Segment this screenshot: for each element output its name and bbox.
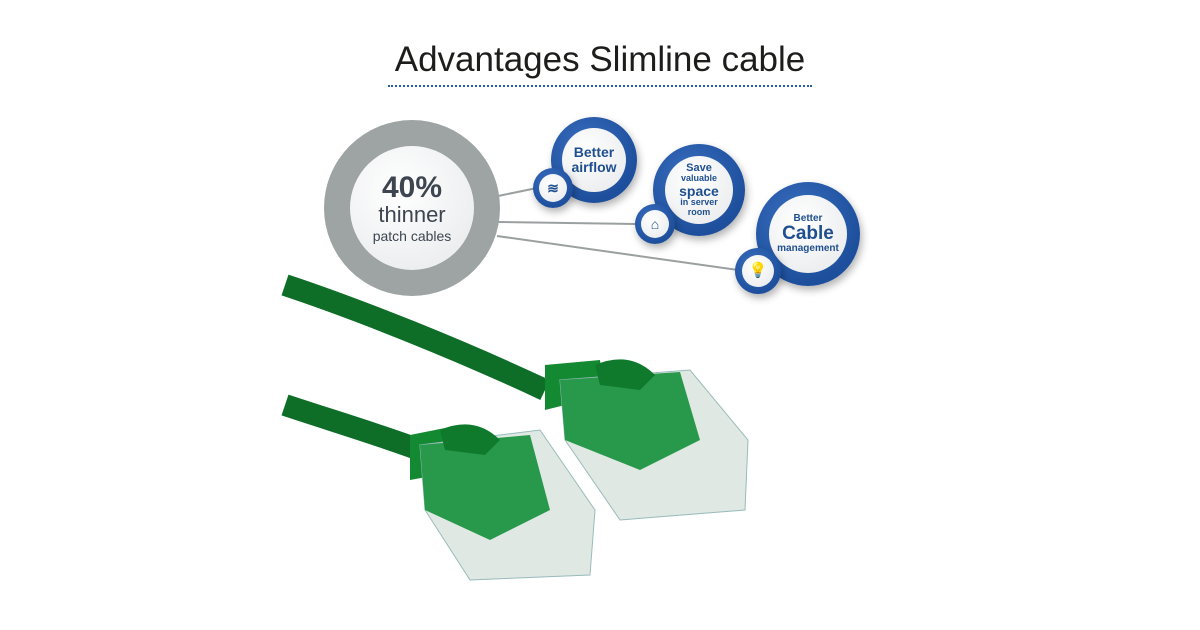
benefit-text: space [679, 182, 719, 199]
benefit-text: valuable [680, 173, 718, 184]
benefit-text: Cable [782, 223, 834, 245]
connector-lines [496, 187, 739, 271]
benefit-cable-management: Better Cable management [756, 182, 860, 286]
main-badge-line3: patch cables [372, 228, 452, 245]
patch-cable-rear [281, 274, 749, 521]
benefit-airflow: Better airflow [551, 117, 637, 203]
benefit-text: room [687, 206, 711, 217]
benefit-text: Better [793, 212, 823, 224]
airflow-waves-icon: ≋ [533, 168, 573, 208]
main-badge-line2: thinner [378, 202, 446, 228]
lightbulb-icon: 💡 [735, 248, 781, 294]
patch-cable-front [281, 394, 596, 581]
benefit-text: in server [680, 197, 718, 208]
house-icon: ⌂ [635, 204, 675, 244]
page-title: Advantages Slimline cable [394, 40, 806, 79]
main-badge-percent: 40% [381, 170, 443, 204]
title-underline [388, 85, 812, 87]
benefit-text: management [777, 242, 839, 254]
benefit-text: airflow [571, 159, 617, 175]
main-badge: 40% thinner patch cables [324, 120, 500, 296]
benefit-text: Save [686, 161, 712, 174]
benefit-text: Better [573, 144, 615, 161]
benefit-space: Save valuable space in server room [653, 144, 745, 236]
